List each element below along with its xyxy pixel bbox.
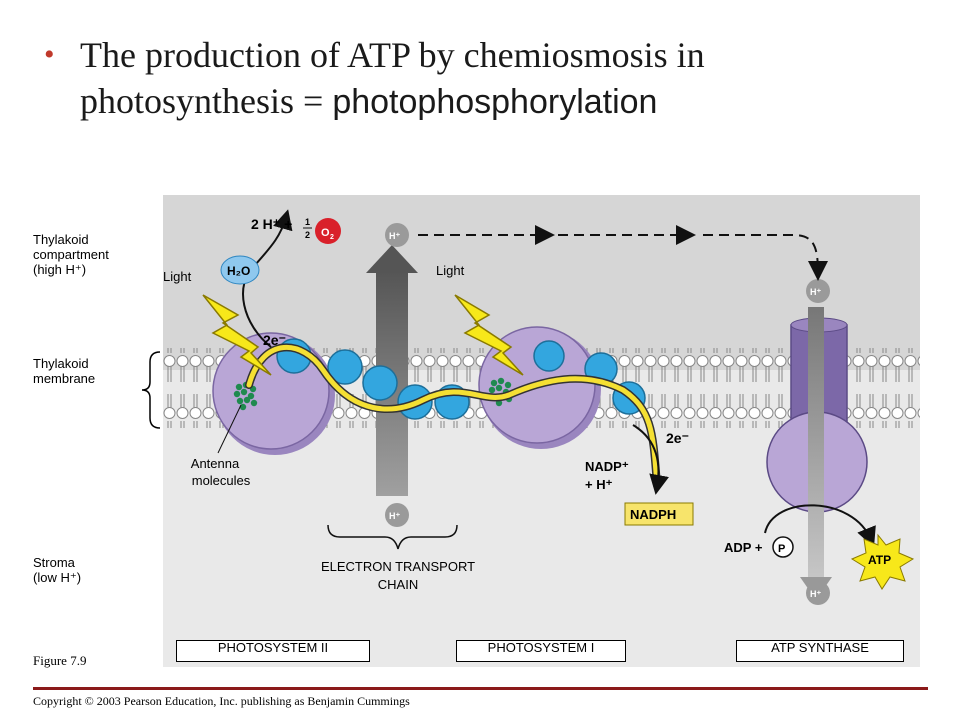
photosystem-i-label: PHOTOSYSTEM I [456,640,626,662]
atp-formation-arrow [764,504,876,548]
h-plus-synthase-bottom-text: H⁺ [810,589,821,599]
half-numerator-text: 1 [305,217,310,227]
adp-text: ADP + [724,540,763,555]
h2o-molecule-icon [220,255,260,285]
two-electrons-2-text: 2e⁻ [666,430,689,446]
photosystem-ii-antenna-cluster [233,381,258,411]
light-2-text: Light [436,263,465,278]
figure-caption: Figure 7.9 [33,653,87,668]
lightning-bolt-1-icon [202,294,272,376]
thylakoid-membrane-label: Thylakoid membrane [33,356,95,386]
nadph-box [624,502,694,526]
footer-rule [33,687,928,690]
etc-brace [327,524,458,550]
h-plus-top-text: H⁺ [389,231,400,241]
stroma-line-1: Stroma [33,555,75,570]
h-plus-pump-bottom-text: H⁺ [389,511,400,521]
photosystem-ii-label: PHOTOSYSTEM II [176,640,370,662]
h-plus-synthase-top-text: H⁺ [810,287,821,297]
etc-line-2: CHAIN [378,577,418,592]
carrier-3 [362,365,398,401]
phosphate-circle-icon [772,536,794,558]
copyright-text: Copyright © 2003 Pearson Education, Inc.… [33,694,410,708]
nadph-arrow [632,424,669,495]
thylakoid-compartment-label: Thylakoid compartment (high H⁺) [33,232,109,277]
antenna-line-2: molecules [192,473,251,488]
h-plus-ion-pump-bottom [385,503,409,527]
atp-synthase-rotor [808,307,824,585]
h-plus-ion-synthase-top [806,279,830,303]
title-line-1: The production of ATP by chemiosmosis in [80,35,705,75]
title-line-2-part-a: photosynthesis = [80,81,333,121]
h2o-text: H₂O [227,264,250,278]
atp-synthase-label: ATP SYNTHASE [736,640,904,662]
water-splitting [220,209,293,348]
two-electrons-1-text: 2e⁻ [263,332,286,348]
o2-text: O [321,227,330,239]
antenna-line-1: Antenna [191,456,240,471]
thylakoid-compartment-line-2: compartment [33,247,109,262]
atp-synthase-rotor-arrowhead [800,577,832,600]
diagram-panel: 2 H⁺ + 1 2 O 2 H₂O Light Light 2e⁻ 2e⁻ H… [163,195,920,667]
half-denominator-text: 2 [305,230,310,240]
phosphate-text: P [778,543,785,555]
thylakoid-membrane-line-1: Thylakoid [33,356,89,371]
nadp-plus-h-text: + H⁺ [585,477,613,492]
atp-text: ATP [868,553,891,567]
lightning-bolt-2-icon [454,294,524,376]
title-line-2-part-b: photophosphorylation [332,83,658,121]
etc-line-1: ELECTRON TRANSPORT [321,559,475,574]
nadp-text: NADP⁺ [585,459,629,474]
stroma-line-2: (low H⁺) [33,570,82,585]
thylakoid-compartment-line-1: Thylakoid [33,232,89,247]
membrane-brace [141,351,161,429]
proton-pump-arrowhead [366,245,418,273]
thylakoid-compartment-line-3: (high H⁺) [33,262,87,277]
atp-synthase [764,307,876,600]
title-line-2: photosynthesis = photophosphorylation [80,78,657,125]
o2-molecule-icon [315,218,341,244]
h-plus-ion-top [385,223,409,247]
thylakoid-membrane-line-2: membrane [33,371,96,386]
o2-subscript-text: 2 [330,234,334,241]
nadph-text: NADPH [630,507,676,522]
antenna-pointer-line [217,404,242,454]
carrier-6 [533,340,565,372]
carrier-2 [327,349,363,385]
proton-flow-dashed-arrows [418,225,828,281]
two-h-plus-text: 2 H⁺ + [251,216,292,232]
light-1-text: Light [163,269,192,284]
atp-burst-icon [850,533,915,590]
stroma-label: Stroma (low H⁺) [33,555,81,585]
bullet-icon: • [44,38,55,71]
electron-path [245,343,661,489]
